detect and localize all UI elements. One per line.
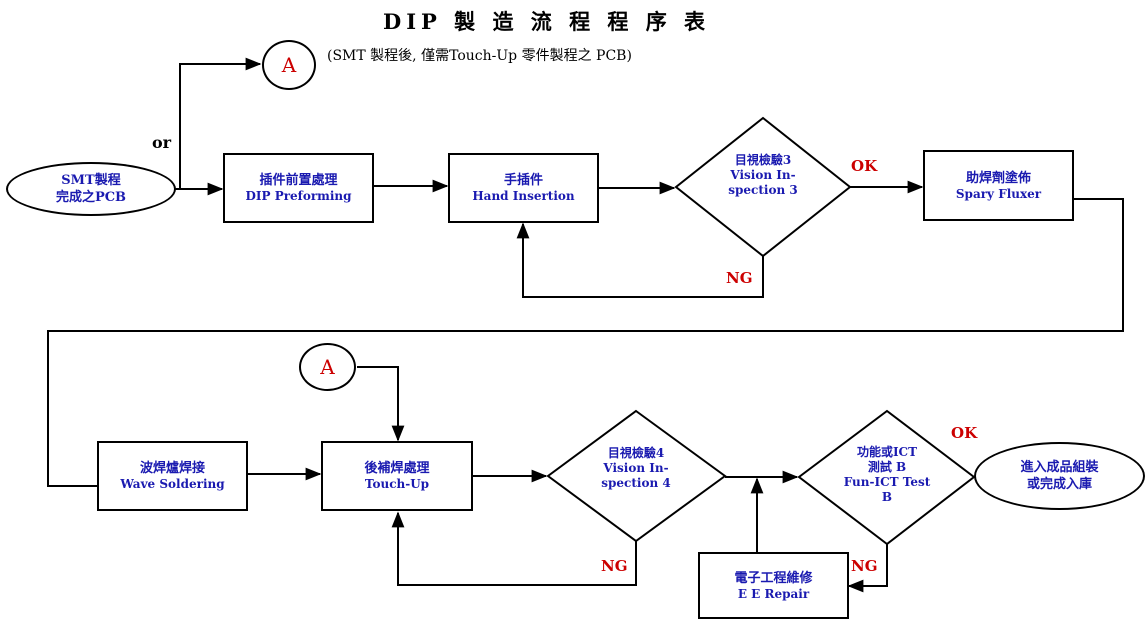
decision-vision3-shape xyxy=(674,116,852,258)
node-wave-soldering-zh: 波焊爐焊接 xyxy=(139,461,205,476)
decision-vision3: 目視檢驗3 Vision In- spection 3 xyxy=(713,153,813,198)
node-ee-repair: 電子工程維修 E E Repair xyxy=(698,552,849,619)
label-ok-vision3: OK xyxy=(851,157,878,175)
label-ng-ict: NG xyxy=(851,557,878,575)
node-wave-soldering: 波焊爐焊接 Wave Soldering xyxy=(97,441,248,511)
edge-ict-ng-to-ee-repair xyxy=(847,544,888,593)
node-spray-fluxer-zh: 助焊劑塗佈 xyxy=(965,170,1031,186)
node-hand-insertion-en: Hand Insertion xyxy=(472,189,575,203)
edge-vision3-ng-loop xyxy=(516,222,764,298)
decision-ict-line4: B xyxy=(881,490,893,504)
edge-connector-a-to-touch-up xyxy=(357,366,405,442)
or-label: or xyxy=(152,133,172,152)
decision-ict-shape xyxy=(797,409,976,546)
decision-ict: 功能或ICT 測試 B Fun-ICT Test B xyxy=(832,445,942,505)
node-dip-preforming-zh: 插件前置處理 xyxy=(259,173,338,188)
decision-vision4-line3: spection 4 xyxy=(601,476,671,490)
node-smt-pcb-line2: 完成之PCB xyxy=(55,190,127,205)
node-spray-fluxer-en: Spary Fluxer xyxy=(955,186,1042,201)
edge-spray-fluxer-to-wave-soldering xyxy=(47,198,1124,487)
node-ee-repair-en: E E Repair xyxy=(737,586,810,601)
decision-vision3-line3: spection 3 xyxy=(728,183,798,197)
node-hand-insertion: 手插件 Hand Insertion xyxy=(448,153,599,223)
decision-ict-line2: 測試 B xyxy=(867,460,907,474)
node-spray-fluxer: 助焊劑塗佈 Spary Fluxer xyxy=(923,150,1074,221)
decision-vision4-line1: 目視檢驗4 xyxy=(607,446,665,460)
node-wave-soldering-en: Wave Soldering xyxy=(120,477,225,491)
node-assembly-line1: 進入成品組裝 xyxy=(1020,460,1099,475)
node-ee-repair-zh: 電子工程維修 xyxy=(734,570,813,586)
decision-ict-line3: Fun-ICT Test xyxy=(843,475,931,489)
connector-a-top: A xyxy=(262,40,316,90)
decision-ict-line1: 功能或ICT xyxy=(856,445,918,459)
node-hand-insertion-zh: 手插件 xyxy=(503,173,543,188)
connector-a-bottom: A xyxy=(299,343,356,391)
label-ok-ict: OK xyxy=(951,424,978,442)
decision-vision4: 目視檢驗4 Vision In- spection 4 xyxy=(586,446,686,491)
node-touch-up-en: Touch-Up xyxy=(364,477,430,491)
decision-vision3-line2: Vision In- xyxy=(730,168,796,182)
diagram-title: DIP 製 造 流 程 程 序 表 xyxy=(383,9,711,34)
node-smt-pcb-line1: SMT製程 xyxy=(61,173,121,188)
node-assembly: 進入成品組裝 或完成入庫 xyxy=(974,442,1145,510)
edge-smt-to-connector-a xyxy=(179,57,262,189)
decision-vision4-shape xyxy=(546,409,727,543)
label-ng-vision4: NG xyxy=(601,557,628,575)
node-assembly-line2: 或完成入庫 xyxy=(1026,477,1092,492)
edge-vision4-ng-loop xyxy=(391,511,637,586)
node-dip-preforming: 插件前置處理 DIP Preforming xyxy=(223,153,374,223)
connector-a-note: (SMT 製程後, 僅需Touch-Up 零件製程之 PCB) xyxy=(327,48,632,64)
node-smt-pcb: SMT製程 完成之PCB xyxy=(6,162,176,216)
node-touch-up: 後補焊處理 Touch-Up xyxy=(321,441,473,511)
label-ng-vision3: NG xyxy=(726,269,753,287)
decision-vision4-line2: Vision In- xyxy=(603,461,669,475)
node-dip-preforming-en: DIP Preforming xyxy=(245,189,352,203)
decision-vision3-line1: 目視檢驗3 xyxy=(734,153,792,167)
node-touch-up-zh: 後補焊處理 xyxy=(364,461,430,476)
